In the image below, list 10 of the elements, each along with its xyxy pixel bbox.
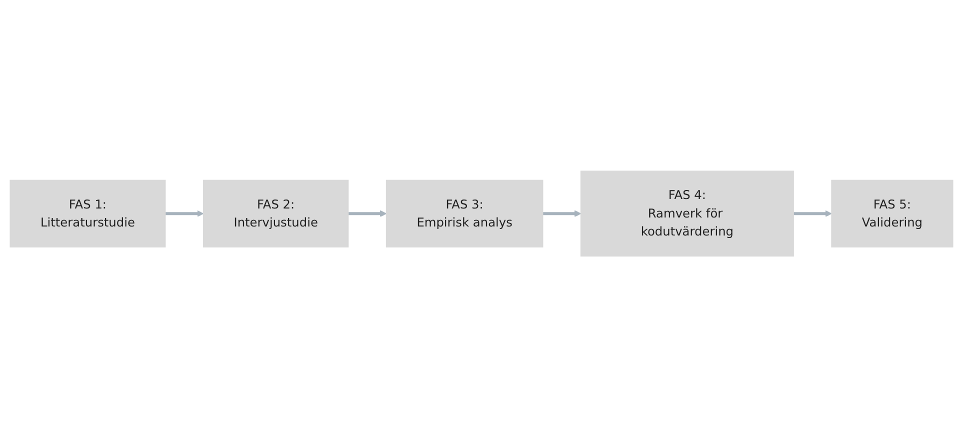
arrow (542, 210, 582, 218)
node-box (580, 171, 794, 257)
arrow (348, 210, 387, 218)
node-box (386, 180, 544, 248)
arrow (165, 210, 204, 218)
node-box (202, 180, 349, 248)
node-box (10, 180, 166, 248)
node-box (831, 180, 954, 248)
arrow (794, 210, 832, 218)
flowchart-drawing: FAS 1: Litteraturstudie FAS 2: Intervjustudie FAS 3: Empirisk analys FAS 4: Ramverk för kodutvärdering FAS 5: Validering (4, 165, 959, 263)
